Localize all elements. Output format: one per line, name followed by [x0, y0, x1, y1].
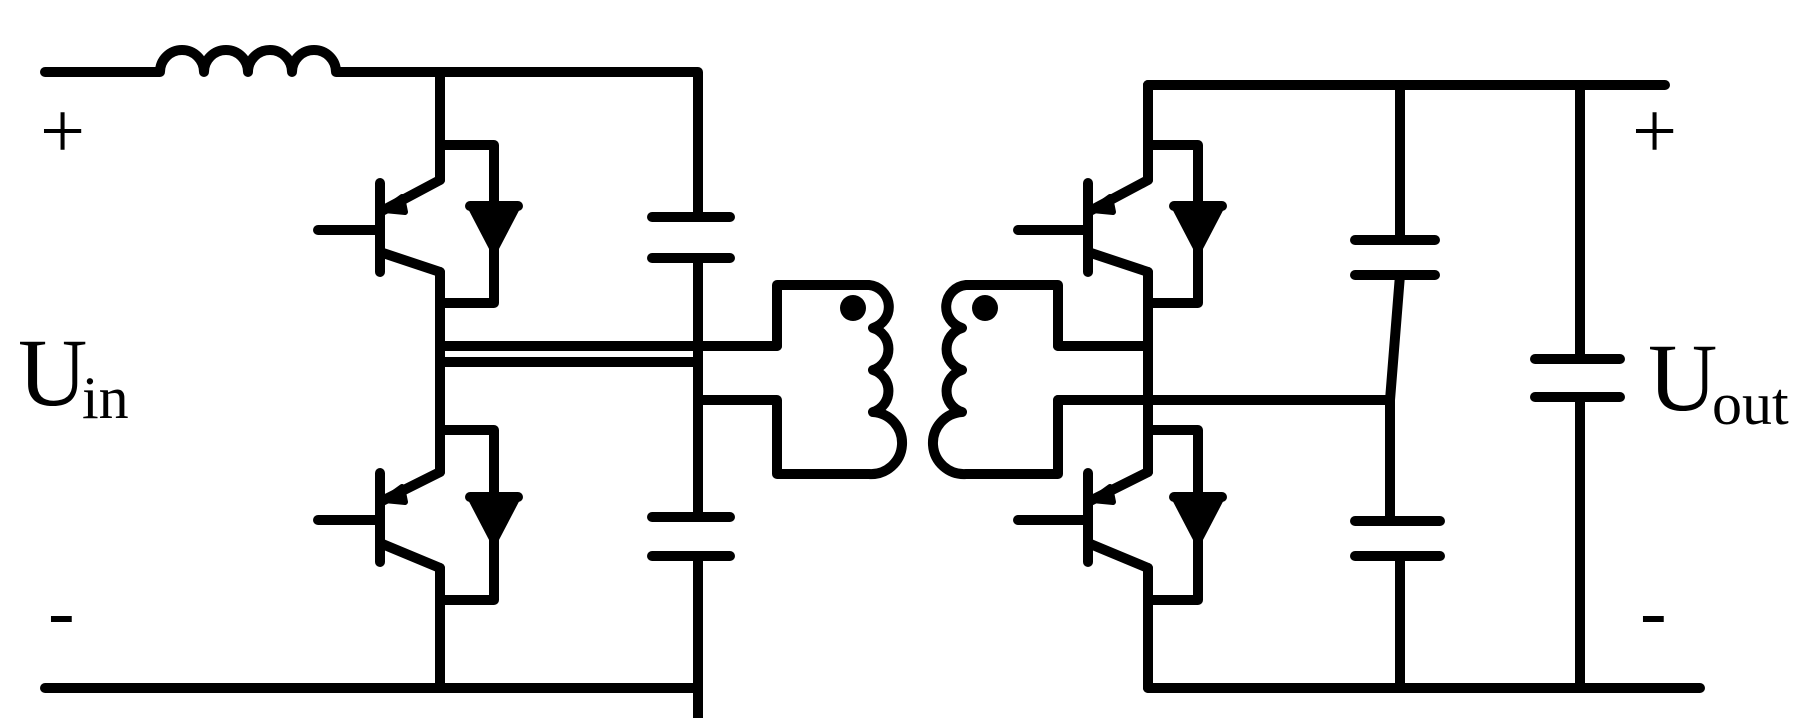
transformer-secondary-winding: [928, 280, 1063, 480]
diode-icon: [435, 140, 523, 308]
output-minus-sign: -: [1640, 568, 1667, 656]
right-leg-wire: [1053, 80, 1395, 693]
igbt-icon: [313, 467, 445, 573]
igbt-icon: [1013, 467, 1153, 573]
split-capacitor-wire: [1385, 80, 1405, 693]
cap-gap-mask: [690, 222, 706, 551]
capacitor-icon: [647, 212, 735, 263]
input-voltage-label: U: [18, 319, 87, 426]
input-voltage-subscript: in: [82, 365, 129, 431]
igbt-icon: [313, 175, 445, 277]
capacitor-icon: [1350, 516, 1445, 561]
input-plus-sign: +: [40, 88, 85, 176]
transformer-primary-winding: [693, 280, 907, 480]
igbt-icon: [1013, 175, 1153, 277]
capacitor-icon: [647, 512, 735, 561]
input-minus-sign: -: [48, 568, 75, 656]
input-top-rail: [345, 67, 703, 718]
capacitor-icon: [1530, 354, 1625, 402]
diode-icon: [1143, 140, 1227, 308]
output-voltage-subscript: out: [1712, 371, 1789, 437]
capacitor-icon: [1350, 235, 1440, 280]
diode-icon: [1143, 425, 1227, 605]
diode-icon: [435, 425, 523, 605]
output-voltage-label: U: [1648, 324, 1717, 431]
output-plus-sign: +: [1632, 88, 1677, 176]
input-inductor: [40, 45, 355, 77]
